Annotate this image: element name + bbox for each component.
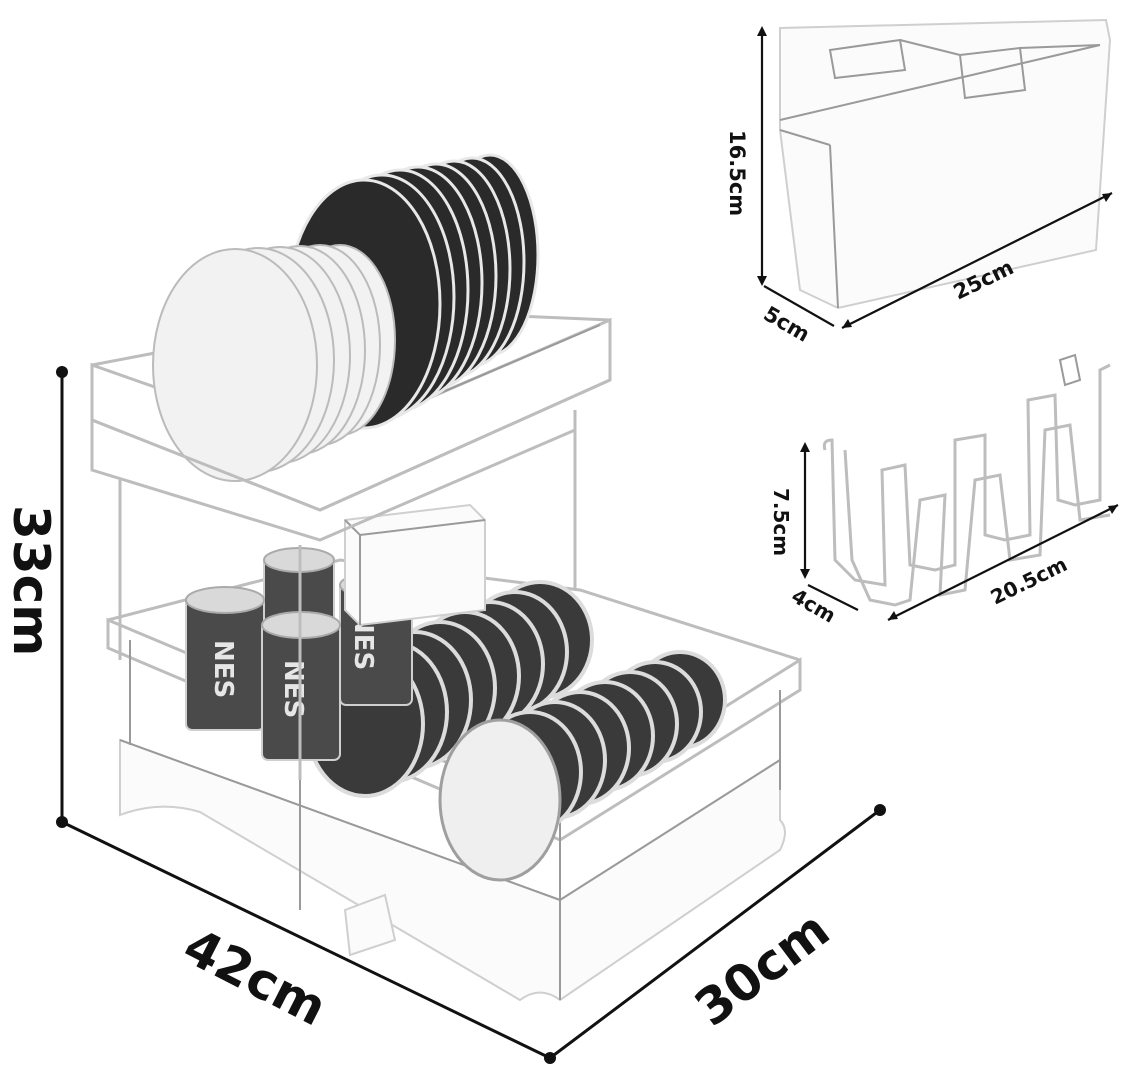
rack-height-label: 33cm [2, 505, 60, 656]
dish-rack-illustration: NES NES NES [90, 153, 802, 1002]
wire-rack-depth-label: 4cm [788, 584, 840, 628]
rack-width-label: 42cm [175, 917, 336, 1037]
rack-depth-label: 30cm [684, 900, 840, 1037]
holder-depth-label: 5cm [760, 302, 814, 347]
holder-dimension-lines [757, 26, 1113, 329]
wire-rack-illustration [822, 353, 1111, 607]
wire-rack-dimension-lines [800, 442, 1119, 621]
wire-rack-width-label: 20.5cm [987, 552, 1071, 610]
wire-rack-height-label: 7.5cm [769, 488, 793, 556]
plate-stack-front [152, 244, 396, 482]
bowl-stack-front [438, 650, 727, 882]
main-dimension-lines [56, 366, 886, 1064]
cup-brand-1: NES [208, 640, 238, 698]
holder-height-label: 16.5cm [725, 130, 749, 216]
cutlery-holder-illustration [779, 18, 1112, 310]
cup-brand-3: NES [278, 660, 308, 718]
